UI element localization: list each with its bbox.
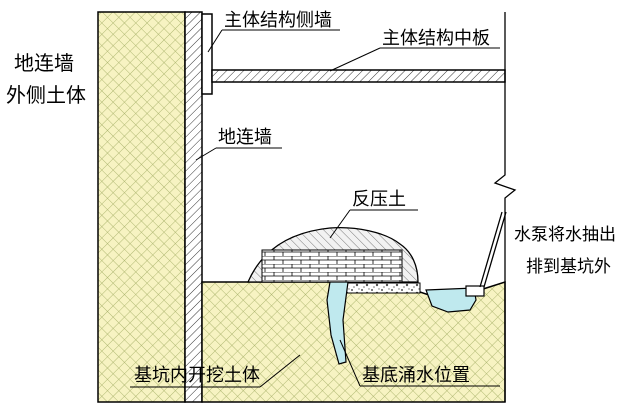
leader-side-wall (207, 29, 223, 53)
label-pump-1: 水泵将水抽出 (514, 225, 616, 245)
label-counter-soil: 反压土 (352, 189, 406, 210)
outer-soil-block (97, 11, 186, 403)
leader-slab (329, 47, 381, 72)
pump-hose (479, 211, 503, 288)
label-outer-soil-2: 外侧土体 (6, 83, 86, 107)
label-excavated-soil: 基坑内开挖土体 (134, 365, 260, 386)
middle-slab (211, 69, 506, 83)
diaphragm-wall (184, 11, 203, 403)
label-side-wall: 主体结构侧墙 (224, 10, 332, 31)
label-pump-2: 排到基坑外 (526, 257, 611, 277)
gravel-layer (344, 282, 421, 294)
pump-hose-2 (483, 211, 507, 288)
side-wall-structure (201, 13, 213, 95)
label-diaphragm-wall: 地连墙 (218, 127, 272, 148)
leader-dwall (195, 147, 217, 161)
leader-gushing (339, 339, 361, 387)
leader-excavated (259, 354, 301, 388)
leader-counter-soil (329, 209, 351, 239)
sandbag-layer (261, 249, 403, 283)
gushing-water-channel (326, 281, 349, 365)
pump-body (465, 285, 485, 297)
label-outer-soil-1: 地连墙 (14, 51, 74, 75)
label-gushing-position: 基底涌水位置 (362, 365, 470, 386)
label-middle-slab: 主体结构中板 (382, 28, 490, 49)
right-break-line (493, 12, 517, 402)
